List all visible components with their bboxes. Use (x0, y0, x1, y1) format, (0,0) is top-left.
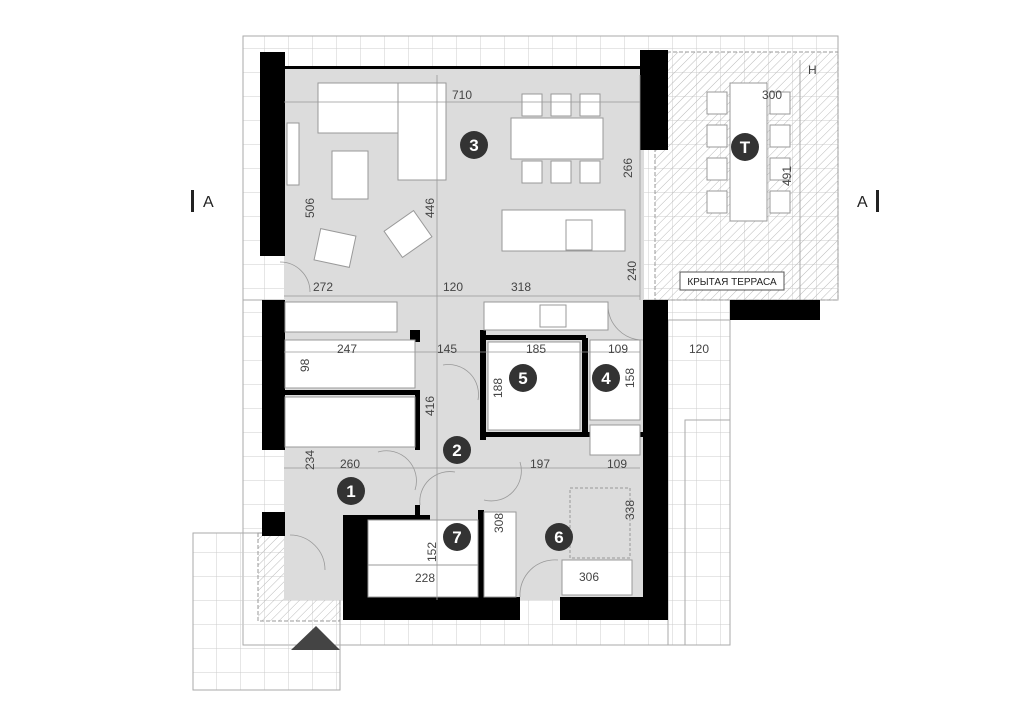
dim-185: 185 (526, 342, 546, 356)
svg-text:1: 1 (346, 482, 355, 501)
room-marker-terrace: T (731, 133, 759, 161)
dim-living-width: 710 (452, 88, 472, 102)
dim-120-right: 120 (689, 342, 709, 356)
room-marker-1: 1 (337, 477, 365, 505)
dim-109-bottom: 109 (607, 457, 627, 471)
dim-308: 308 (492, 513, 506, 533)
dim-228: 228 (415, 571, 435, 585)
dim-272: 272 (313, 280, 333, 294)
entrance-arrow-icon (291, 626, 340, 650)
svg-text:3: 3 (469, 136, 478, 155)
furniture (279, 82, 791, 598)
dim-living-depth: 506 (303, 198, 317, 218)
dim-338: 338 (623, 500, 637, 520)
dim-247: 247 (337, 342, 357, 356)
svg-text:2: 2 (452, 441, 461, 460)
svg-text:T: T (740, 138, 751, 157)
dim-dining: 266 (621, 158, 635, 178)
room-marker-5: 5 (509, 364, 537, 392)
room-marker-3: 3 (460, 131, 488, 159)
dim-446: 446 (423, 198, 437, 218)
dim-109-top: 109 (608, 342, 628, 356)
dim-240: 240 (625, 261, 639, 281)
svg-text:A: A (203, 194, 214, 211)
dim-318: 318 (511, 280, 531, 294)
dim-416: 416 (423, 396, 437, 416)
room-marker-2: 2 (443, 436, 471, 464)
room-markers: 3 T 2 1 5 4 7 6 (337, 131, 759, 551)
dim-188: 188 (491, 378, 505, 398)
svg-text:4: 4 (601, 369, 611, 388)
dim-152: 152 (425, 542, 439, 562)
svg-text:7: 7 (452, 528, 461, 547)
dimension-labels: 710 300 266 506 446 491 240 272 120 318 … (298, 88, 794, 585)
section-marker-left: A (191, 190, 214, 212)
terrace-label: КРЫТАЯ ТЕРРАСА (679, 271, 785, 291)
dim-260: 260 (340, 457, 360, 471)
svg-text:A: A (857, 194, 868, 211)
svg-text:6: 6 (554, 528, 563, 547)
dim-306: 306 (579, 570, 599, 584)
room-marker-6: 6 (545, 523, 573, 551)
room-marker-7: 7 (443, 523, 471, 551)
dim-120: 120 (443, 280, 463, 294)
walls (260, 50, 820, 620)
dim-145: 145 (437, 342, 457, 356)
north-mark: H (808, 63, 817, 77)
dim-197: 197 (530, 457, 550, 471)
dim-terrace-width: 300 (762, 88, 782, 102)
room-marker-4: 4 (592, 364, 620, 392)
svg-text:КРЫТАЯ ТЕРРАСА: КРЫТАЯ ТЕРРАСА (687, 277, 777, 288)
section-marker-right: A (857, 190, 879, 212)
dim-234: 234 (303, 450, 317, 470)
dim-158: 158 (623, 368, 637, 388)
svg-text:5: 5 (518, 369, 527, 388)
dim-98: 98 (298, 358, 312, 372)
dim-terrace-depth: 491 (780, 166, 794, 186)
dimension-lines (284, 60, 801, 600)
